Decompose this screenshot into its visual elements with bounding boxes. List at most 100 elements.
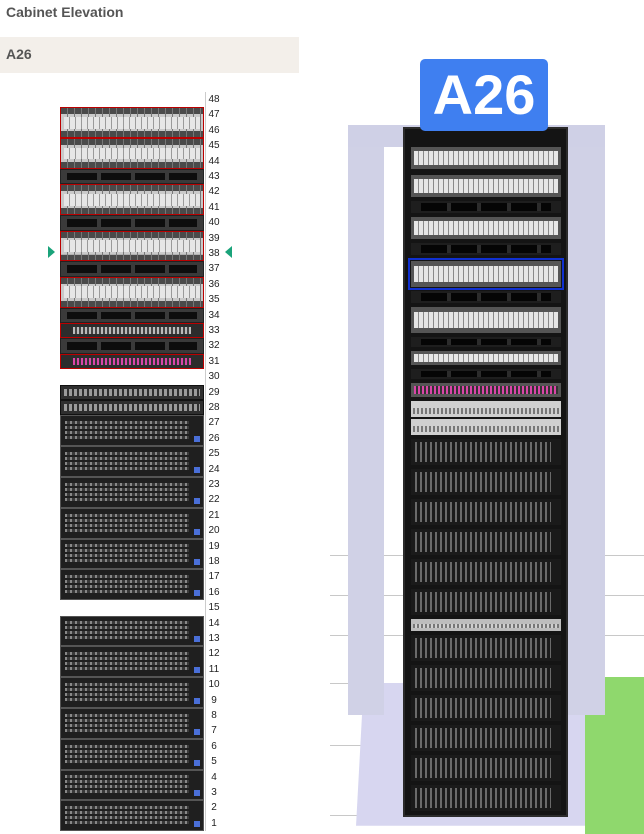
unit-number: 40 bbox=[205, 215, 222, 231]
unit-number: 34 bbox=[205, 307, 222, 323]
unit-number: 41 bbox=[205, 199, 222, 216]
unit-number: 14 bbox=[205, 615, 222, 631]
rack3d-server[interactable] bbox=[411, 785, 561, 811]
server-2u-u22[interactable] bbox=[60, 477, 204, 508]
selected-unit-marker-right bbox=[225, 246, 232, 258]
server-2u-u9[interactable] bbox=[60, 677, 204, 708]
rack3d-blank bbox=[411, 243, 561, 255]
server-1u-u33[interactable] bbox=[60, 323, 204, 339]
cabinet-3d-view[interactable]: A26 bbox=[300, 55, 644, 834]
rack3d-server[interactable] bbox=[411, 695, 561, 721]
blank-panel-u32[interactable] bbox=[60, 338, 204, 354]
unit-number: 13 bbox=[205, 631, 222, 647]
rack3d-server[interactable] bbox=[411, 559, 561, 585]
server-2u-u3[interactable] bbox=[60, 769, 204, 801]
rack3d-switch[interactable] bbox=[411, 401, 561, 417]
unit-number: 28 bbox=[205, 400, 222, 416]
unit-number: 18 bbox=[205, 554, 222, 570]
server-2u-u16[interactable] bbox=[60, 569, 204, 601]
server-2u-u5[interactable] bbox=[60, 738, 204, 770]
unit-number: 31 bbox=[205, 353, 222, 370]
unit-number: 3 bbox=[205, 785, 222, 801]
frame-post-right bbox=[567, 125, 605, 715]
blank-panel-u34[interactable] bbox=[60, 307, 204, 323]
rack3d-server[interactable] bbox=[411, 725, 561, 751]
unit-number: 6 bbox=[205, 738, 222, 755]
unit-number: 9 bbox=[205, 692, 222, 708]
server-2u-u11[interactable] bbox=[60, 646, 204, 678]
server-2u-u20[interactable] bbox=[60, 507, 204, 539]
rack3d-switch[interactable] bbox=[411, 419, 561, 435]
storage-device-u35[interactable] bbox=[60, 276, 204, 308]
rack3d-blank bbox=[411, 201, 561, 213]
storage-device-u38[interactable] bbox=[60, 230, 204, 262]
unit-number: 24 bbox=[205, 461, 222, 477]
rack3d-blank bbox=[411, 369, 561, 379]
unit-number: 26 bbox=[205, 430, 222, 447]
cabinet-3d-rack[interactable] bbox=[403, 127, 568, 817]
unit-number: 23 bbox=[205, 477, 222, 493]
unit-number: 2 bbox=[205, 800, 222, 816]
network-switch-u28[interactable] bbox=[60, 400, 204, 416]
rack3d-server[interactable] bbox=[411, 529, 561, 555]
blank-panel-u40[interactable] bbox=[60, 215, 204, 231]
server-2u-u18[interactable] bbox=[60, 538, 204, 570]
rack3d-storage[interactable] bbox=[411, 147, 561, 169]
unit-number: 47 bbox=[205, 107, 222, 123]
server-2u-u13[interactable] bbox=[60, 615, 204, 647]
rack3d-storage[interactable] bbox=[411, 175, 561, 197]
unit-number: 15 bbox=[205, 600, 222, 616]
rack3d-server[interactable] bbox=[411, 469, 561, 495]
unit-number: 48 bbox=[205, 92, 222, 108]
rack3d-server[interactable] bbox=[411, 439, 561, 465]
rack3d-blank bbox=[411, 337, 561, 347]
blank-panel-u37[interactable] bbox=[60, 261, 204, 277]
unit-number: 12 bbox=[205, 646, 222, 662]
selected-unit-marker-left bbox=[48, 246, 55, 258]
unit-number: 11 bbox=[205, 661, 222, 678]
rack3d-storage[interactable] bbox=[411, 307, 561, 333]
server-2u-u24[interactable] bbox=[60, 446, 204, 477]
unit-number: 4 bbox=[205, 769, 222, 785]
unit-number: 19 bbox=[205, 538, 222, 554]
unit-number: 42 bbox=[205, 184, 222, 200]
unit-number: 20 bbox=[205, 523, 222, 539]
storage-device-u46[interactable] bbox=[60, 107, 204, 139]
unit-number: 32 bbox=[205, 338, 222, 354]
rack3d-server[interactable] bbox=[411, 589, 561, 615]
unit-number: 8 bbox=[205, 708, 222, 724]
server-1u-u31[interactable] bbox=[60, 353, 204, 370]
rack3d-empty-slot bbox=[411, 619, 561, 631]
unit-number: 37 bbox=[205, 261, 222, 277]
rack3d-server-1u[interactable] bbox=[411, 351, 561, 365]
rack3d-storage-selected[interactable] bbox=[408, 258, 564, 290]
unit-number: 35 bbox=[205, 292, 222, 308]
server-2u-u26[interactable] bbox=[60, 415, 204, 447]
cabinet-elevation: 48 47 46 45 44 43 42 41 40 39 38 37 36 3… bbox=[58, 92, 225, 832]
rack3d-storage[interactable] bbox=[411, 217, 561, 239]
rack3d-server-1u[interactable] bbox=[411, 383, 561, 397]
blank-panel-u43[interactable] bbox=[60, 169, 204, 185]
network-switch-u29[interactable] bbox=[60, 384, 204, 400]
storage-device-u44[interactable] bbox=[60, 138, 204, 169]
server-2u-u7[interactable] bbox=[60, 708, 204, 739]
storage-device-u41[interactable] bbox=[60, 184, 204, 216]
page-title: Cabinet Elevation bbox=[6, 4, 124, 20]
unit-number: 46 bbox=[205, 122, 222, 139]
unit-number: 30 bbox=[205, 369, 222, 385]
unit-number: 25 bbox=[205, 446, 222, 462]
unit-number: 45 bbox=[205, 138, 222, 154]
unit-number: 5 bbox=[205, 754, 222, 770]
rack3d-server[interactable] bbox=[411, 755, 561, 781]
cabinet-name: A26 bbox=[6, 46, 32, 62]
rack3d-server[interactable] bbox=[411, 665, 561, 691]
unit-number: 36 bbox=[205, 276, 222, 293]
cabinet-label-badge: A26 bbox=[420, 59, 548, 131]
rack3d-server[interactable] bbox=[411, 499, 561, 525]
rack3d-blank bbox=[411, 291, 561, 303]
unit-number: 22 bbox=[205, 492, 222, 508]
rack3d-server[interactable] bbox=[411, 635, 561, 661]
unit-number: 43 bbox=[205, 169, 222, 185]
server-2u-u1[interactable] bbox=[60, 800, 204, 832]
unit-number: 21 bbox=[205, 507, 222, 524]
